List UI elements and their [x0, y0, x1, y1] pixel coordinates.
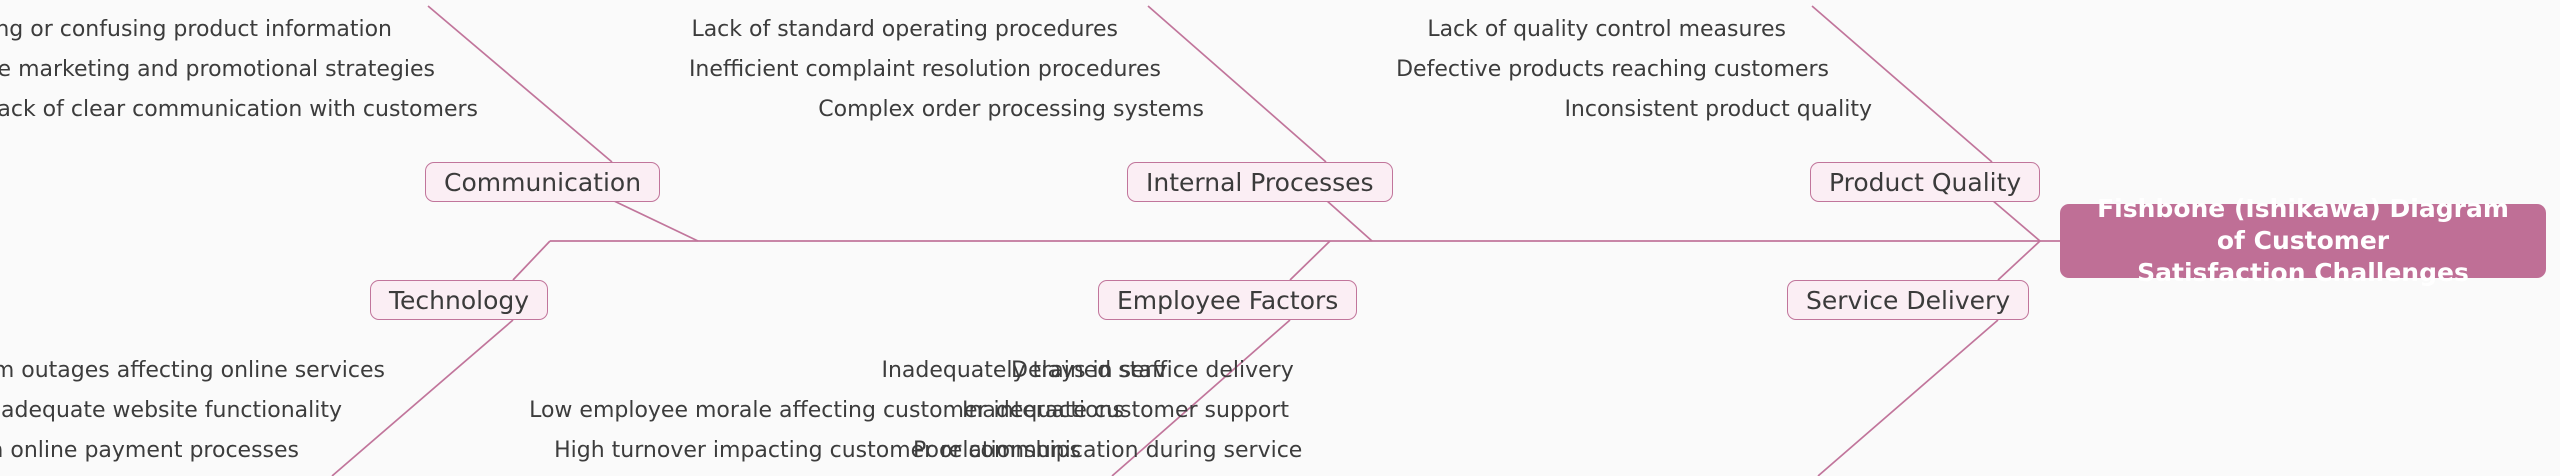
cause-label: Inadequately trained staff	[881, 358, 1167, 383]
category-box-technology[interactable]: Technology	[370, 280, 549, 320]
bone-communication	[611, 199, 699, 242]
bone-service-delivery	[1997, 240, 2041, 281]
cause-label: Inefficient complaint resolution procedu…	[688, 57, 1161, 82]
category-label-technology: Technology	[389, 285, 530, 315]
category-box-service-delivery[interactable]: Service Delivery	[1787, 280, 2030, 320]
category-box-internal-processes[interactable]: Internal Processes	[1127, 162, 1393, 202]
bone-product-quality-upper	[1811, 5, 1993, 163]
cause-label: Misleading or confusing product informat…	[0, 17, 392, 42]
bone-internal-processes	[1325, 199, 1373, 242]
category-label-product-quality: Product Quality	[1829, 167, 2022, 197]
diagram-title-box: Fishbone (Ishikawa) Diagram of Customer …	[2060, 194, 2546, 287]
category-label-service-delivery: Service Delivery	[1806, 285, 2011, 315]
bone-employee-factors	[1289, 240, 1331, 281]
bone-technology-lower	[331, 319, 514, 476]
category-label-employee-factors: Employee Factors	[1117, 285, 1339, 315]
cause-label: Inadequate customer support	[962, 398, 1290, 423]
cause-label: Issues with online payment processes	[0, 438, 299, 463]
bone-service-delivery-lower	[1817, 319, 1999, 476]
cause-label: Ineffective marketing and promotional st…	[0, 57, 435, 82]
category-box-employee-factors[interactable]: Employee Factors	[1098, 280, 1358, 320]
bone-communication-upper	[427, 5, 613, 163]
diagram-title-text: Fishbone (Ishikawa) Diagram of Customer …	[2086, 193, 2520, 289]
cause-label: Delays in service delivery	[1011, 358, 1294, 383]
cause-label: Complex order processing systems	[818, 97, 1204, 122]
cause-label: Lack of standard operating procedures	[691, 17, 1118, 42]
bone-product-quality	[1991, 199, 2041, 242]
category-label-communication: Communication	[444, 167, 642, 197]
diagram-title-line-1: Fishbone (Ishikawa) Diagram of Customer	[2097, 194, 2509, 255]
cause-label: Poor communication during service	[913, 438, 1303, 463]
cause-label: System outages affecting online services	[0, 358, 385, 383]
category-box-product-quality[interactable]: Product Quality	[1810, 162, 2041, 202]
cause-label: Lack of quality control measures	[1427, 17, 1786, 42]
cause-label: Inadequate website functionality	[0, 398, 342, 423]
cause-label: Lack of clear communication with custome…	[0, 97, 478, 122]
bone-internal-processes-upper	[1147, 5, 1327, 163]
bone-technology	[512, 240, 551, 281]
cause-label: Low employee morale affecting customer i…	[529, 398, 1124, 423]
category-label-internal-processes: Internal Processes	[1146, 167, 1374, 197]
cause-label: High turnover impacting customer relatio…	[554, 438, 1081, 463]
cause-label: Inconsistent product quality	[1564, 97, 1872, 122]
category-box-communication[interactable]: Communication	[425, 162, 661, 202]
diagram-title-line-2: Satisfaction Challenges	[2137, 258, 2469, 287]
cause-label: Defective products reaching customers	[1396, 57, 1829, 82]
